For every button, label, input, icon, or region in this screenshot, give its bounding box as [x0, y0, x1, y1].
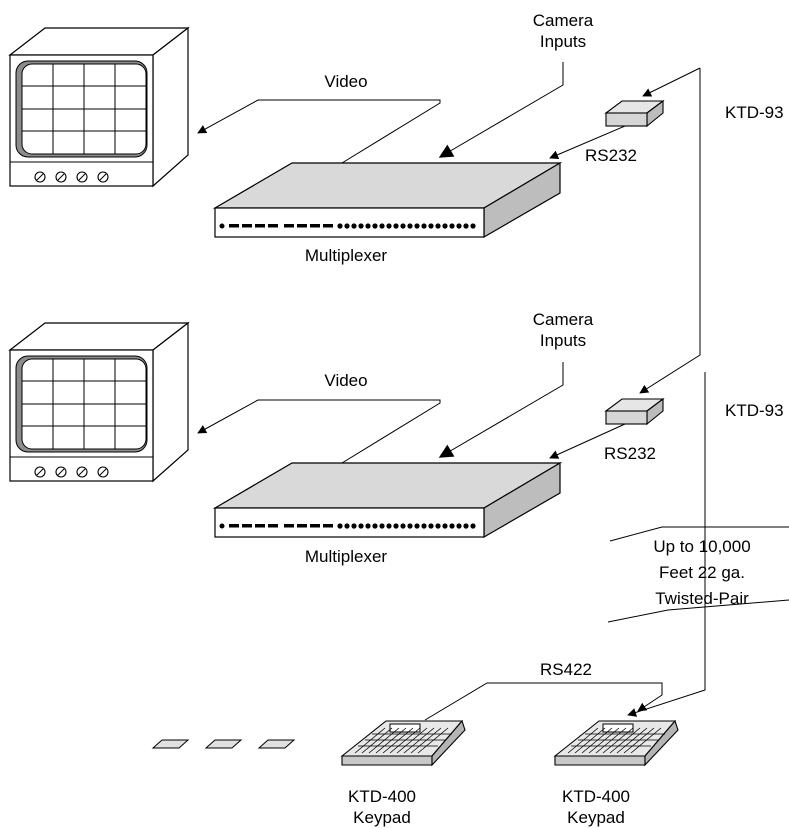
bus-line-vertical-2	[627, 372, 706, 717]
keypad-right-label-line2: Keypad	[567, 808, 625, 827]
rs232-wire-mid	[549, 423, 626, 459]
monitor-top	[8, 26, 190, 188]
camera-inputs-label-mid-line2: Inputs	[540, 331, 586, 350]
rs232-label-top: RS232	[585, 146, 637, 165]
rs232-wire-top	[549, 125, 626, 159]
ktd93-label-top: KTD-93	[725, 103, 784, 122]
camera-inputs-label-mid-line1: Camera	[533, 310, 594, 329]
ktd93-label-mid: KTD-93	[725, 401, 784, 420]
wiring	[197, 62, 789, 721]
distance-label-line1: Up to 10,000	[653, 537, 750, 556]
keypad-left-label-line1: KTD-400	[348, 787, 416, 806]
keypad-left	[340, 719, 466, 767]
camera-inputs-label-top-line2: Inputs	[540, 32, 586, 51]
video-wire-mid	[197, 399, 441, 464]
video-wire-top	[197, 99, 441, 164]
multiplexer-label-mid: Multiplexer	[305, 547, 388, 566]
bus-line-top	[642, 67, 701, 97]
ktd93-box-top	[604, 99, 665, 128]
camera-inputs-label-top-line1: Camera	[533, 11, 594, 30]
twisted-pair-bracket-bottom	[607, 599, 789, 623]
distance-label-line3: Twisted-Pair	[655, 589, 749, 608]
video-label-top: Video	[324, 72, 367, 91]
distance-label-line2: Feet 22 ga.	[659, 563, 745, 582]
video-label-mid: Video	[324, 371, 367, 390]
ktd93-box-mid	[604, 397, 665, 426]
bus-line-vertical-1	[639, 68, 701, 394]
multiplexer-label-top: Multiplexer	[305, 246, 388, 265]
rs422-wire	[424, 682, 663, 721]
monitor-mid	[8, 321, 190, 483]
rs232-label-mid: RS232	[604, 444, 656, 463]
rs422-label: RS422	[540, 660, 592, 679]
multiplexer-mid	[212, 461, 563, 539]
keypad-right-label-line1: KTD-400	[562, 787, 630, 806]
multiplexer-top	[212, 161, 563, 239]
camera-input-arrow-mid	[438, 362, 564, 458]
keypad-left-label-line2: Keypad	[353, 808, 411, 827]
keypad-right	[553, 719, 679, 767]
twisted-pair-bracket-top	[609, 526, 789, 542]
camera-input-arrow-top	[438, 62, 564, 158]
additional-keypads-ellipsis	[151, 739, 296, 749]
